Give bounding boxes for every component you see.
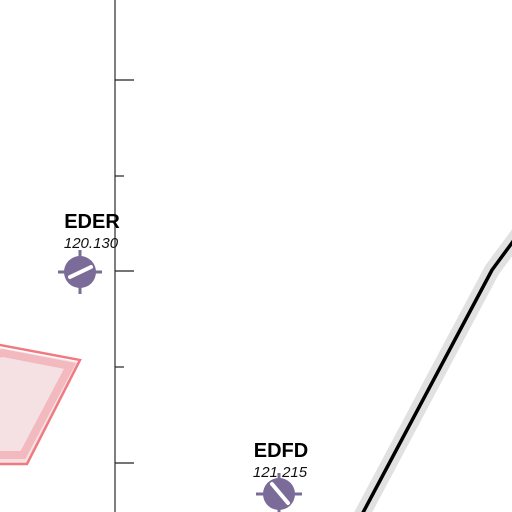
airfield-code: EDER [64,211,120,233]
restricted-area[interactable] [0,343,82,466]
airfield-frequency: 120.130 [64,235,119,252]
airfield-icon [256,473,302,512]
airfield-eder[interactable]: EDER 120.130 [58,211,120,294]
airfield-edfd[interactable]: EDFD 121.215 [253,440,308,512]
airfield-frequency: 121.215 [253,464,308,481]
airfield-code: EDFD [254,440,308,462]
route-line[interactable] [354,229,512,512]
meridian-line [114,0,134,512]
airfield-icon [58,250,102,294]
